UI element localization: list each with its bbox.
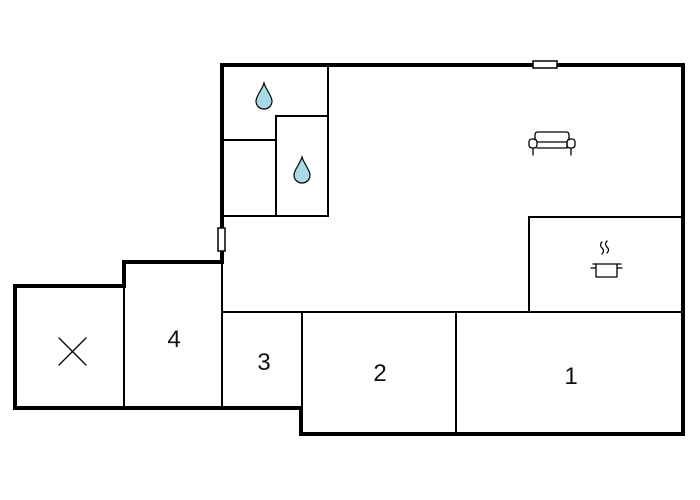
room-label-2: 2 [373, 360, 386, 387]
water-drop-icon [293, 154, 311, 184]
cooking-pot-icon [590, 240, 623, 278]
x-mark-icon [58, 337, 87, 366]
room-label-3: 3 [257, 349, 270, 376]
window-top [532, 60, 558, 69]
inner-walls [123, 65, 683, 434]
room-label-4: 4 [167, 326, 180, 353]
window-left [217, 227, 226, 252]
outer-walls [13, 63, 685, 436]
water-drop-icon [255, 80, 273, 110]
sofa-icon [528, 131, 576, 156]
room-label-1: 1 [564, 363, 577, 390]
